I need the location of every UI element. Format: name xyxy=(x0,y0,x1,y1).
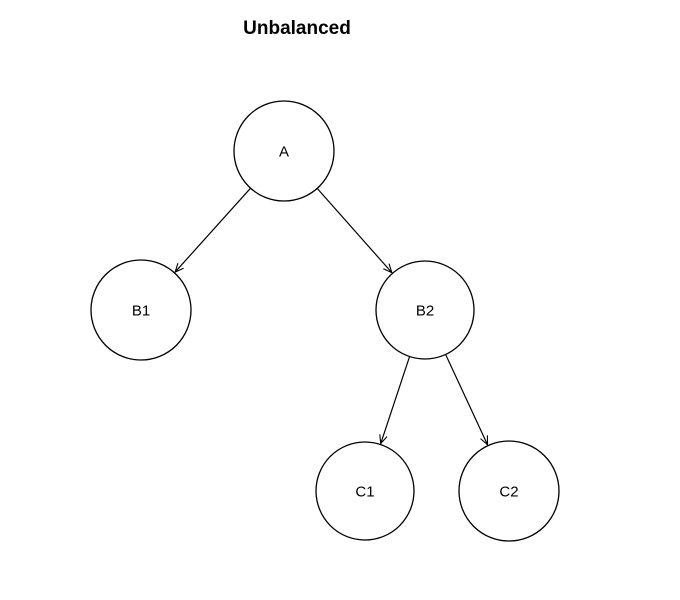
node-b2-circle xyxy=(375,260,475,360)
node-b2: B2 xyxy=(375,260,475,360)
node-c1-label: C1 xyxy=(355,483,374,500)
node-b1-circle xyxy=(90,259,192,361)
edge-a-b2 xyxy=(316,188,393,274)
node-layer: A B1 B2 C1 C2 xyxy=(90,100,560,542)
node-b2-label: B2 xyxy=(416,302,434,319)
node-a: A xyxy=(233,100,335,202)
node-c2-circle xyxy=(458,440,560,542)
node-b1-label: B1 xyxy=(132,302,150,319)
node-c2-label: C2 xyxy=(499,483,518,500)
diagram-title: Unbalanced xyxy=(243,18,351,39)
edge-layer xyxy=(174,187,489,446)
node-c1-circle xyxy=(315,441,415,541)
edge-b2-c2 xyxy=(445,354,489,446)
edge-a-b1 xyxy=(174,187,252,274)
edge-b2-c1 xyxy=(379,356,411,445)
node-a-label: A xyxy=(279,143,289,160)
node-c1: C1 xyxy=(315,441,415,541)
node-a-circle xyxy=(233,100,335,202)
node-c2: C2 xyxy=(458,440,560,542)
node-b1: B1 xyxy=(90,259,192,361)
